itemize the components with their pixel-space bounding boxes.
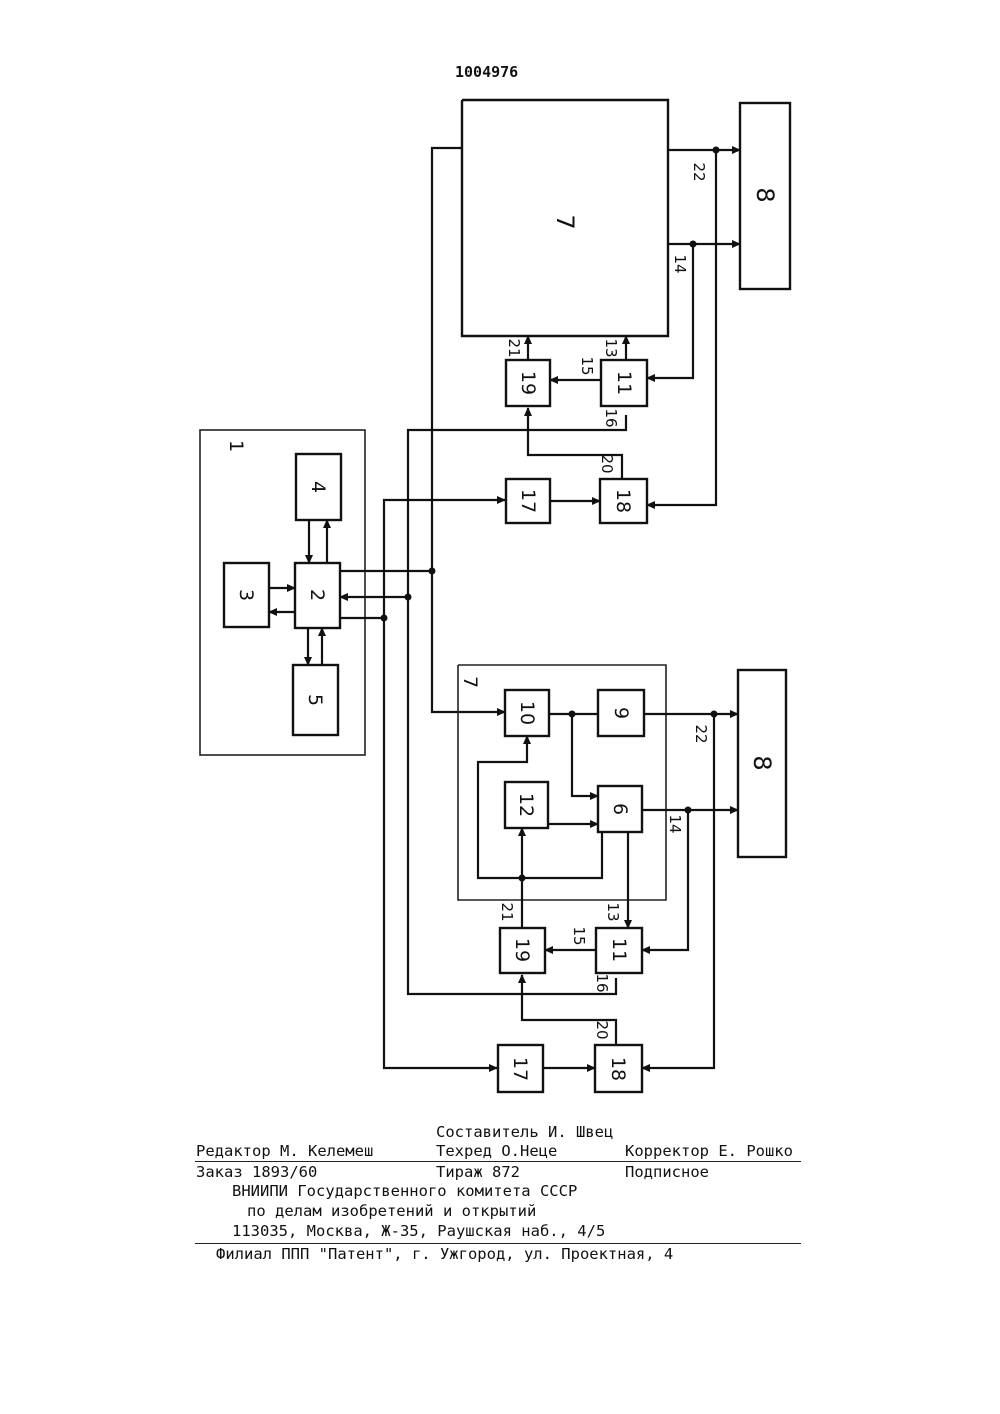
block-5-label: 5	[304, 694, 326, 706]
signal-14-upper: 14	[671, 254, 689, 273]
org-address: 113035, Москва, Ж-35, Раушская наб., 4/5	[232, 1222, 605, 1240]
patent-number: 1004976	[455, 63, 518, 81]
signal-20-lower: 20	[593, 1020, 611, 1039]
signal-14-lower: 14	[666, 814, 684, 833]
block-18-lower-label: 18	[607, 1057, 629, 1081]
order-line: Заказ 1893/60	[196, 1163, 317, 1181]
signal-16-upper: 16	[602, 408, 620, 427]
block-2-label: 2	[306, 589, 328, 601]
signal-15-lower: 15	[570, 926, 588, 945]
subscription-line: Подписное	[625, 1163, 709, 1181]
signal-21-lower: 21	[498, 902, 516, 921]
compiler-line: Составитель И. Швец	[436, 1123, 613, 1141]
signal-13-upper: 13	[602, 338, 620, 357]
signal-21-upper: 21	[505, 338, 523, 357]
proofreader-line: Корректор Е. Рошко	[625, 1142, 793, 1160]
block-7-lower-label: 7	[459, 676, 481, 688]
block-7-upper-label: 7	[551, 214, 579, 229]
block-8-upper-label: 8	[751, 187, 779, 202]
tech-editor-line: Техред О.Неце	[436, 1142, 557, 1160]
block-3-label: 3	[235, 589, 257, 601]
colophon-rule-top	[195, 1161, 801, 1162]
signal-16-lower: 16	[593, 973, 611, 992]
org-line-1: ВНИИПИ Государственного комитета СССР	[232, 1182, 577, 1200]
block-6-label: 6	[609, 803, 631, 815]
frame-1-label: 1	[225, 440, 247, 452]
editor-line: Редактор М. Келемеш	[196, 1142, 373, 1160]
signal-22-lower: 22	[692, 724, 710, 743]
block-11-upper-label: 11	[613, 371, 635, 395]
block-17-upper-label: 17	[517, 489, 539, 513]
branch-line: Филиал ППП "Патент", г. Ужгород, ул. Про…	[216, 1245, 673, 1263]
block-19-upper-label: 19	[517, 371, 539, 395]
org-line-2: по делам изобретений и открытий	[247, 1202, 536, 1220]
block-12-label: 12	[515, 793, 537, 817]
signal-20-upper: 20	[598, 454, 616, 473]
circulation-line: Тираж 872	[436, 1163, 520, 1181]
block-10-label: 10	[516, 701, 538, 725]
signal-13-lower: 13	[604, 902, 622, 921]
block-8-lower-label: 8	[748, 755, 776, 770]
signal-15-upper: 15	[578, 356, 596, 375]
block-17-lower-label: 17	[509, 1057, 531, 1081]
block-18-upper-label: 18	[612, 489, 634, 513]
signal-22-upper: 22	[690, 162, 708, 181]
block-4-label: 4	[307, 481, 329, 493]
block-9-label: 9	[610, 707, 632, 719]
block-11-lower-label: 11	[608, 938, 630, 962]
colophon-rule-bottom	[195, 1243, 801, 1244]
block-19-lower-label: 19	[511, 938, 533, 962]
